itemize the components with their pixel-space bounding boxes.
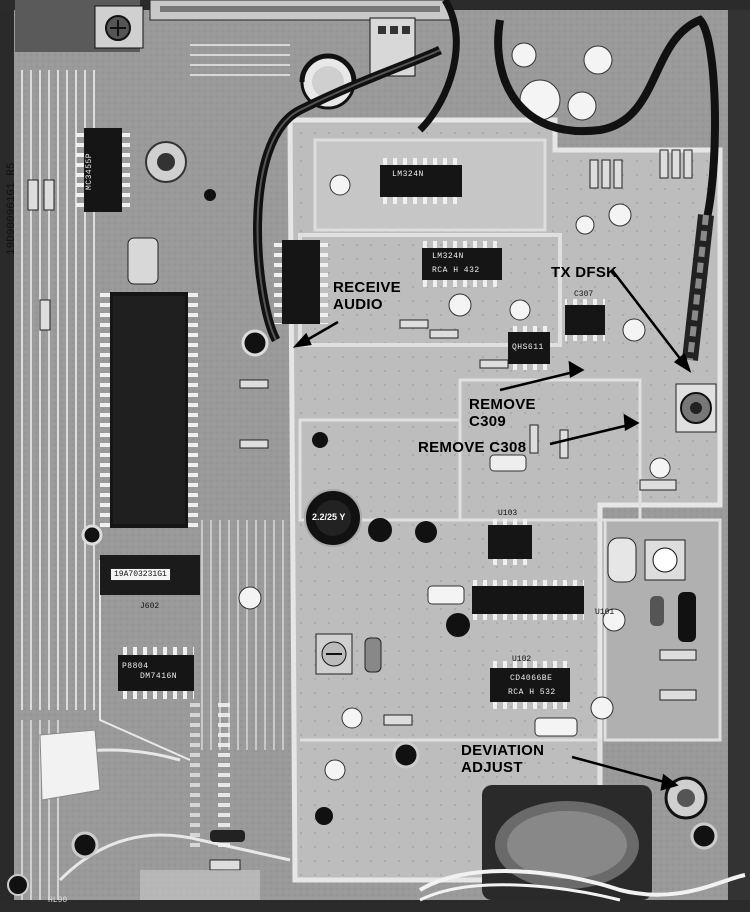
tape-patch (39, 729, 101, 801)
ref-u101: U101 (595, 608, 615, 617)
board-part-number: 19D900961G1 R5 (6, 162, 18, 255)
chip-mc-label: MC3455P (85, 152, 94, 190)
case-left-edge (0, 0, 14, 912)
board-sticker: 19A703231G1 (110, 568, 171, 581)
case-bottom-edge (0, 900, 750, 912)
chip-audio-ic (282, 240, 320, 324)
chip-cd-maker-label: RCA H 532 (508, 688, 556, 697)
chip-lm-mid-label: LM324N (432, 252, 464, 261)
chip-lm324n-mid (422, 248, 502, 280)
ref-u103: U103 (498, 509, 518, 518)
callout-remove-c309: REMOVE C309 (469, 396, 536, 430)
chip-u103 (488, 525, 532, 559)
chip-lm-label: LM324N (392, 170, 424, 179)
callout-remove-c308: REMOVE C308 (418, 439, 526, 456)
ref-j602: J602 (140, 602, 160, 611)
capacitor-dial-label: 2.2/25 Y (312, 512, 346, 522)
callout-arrows (292, 269, 692, 791)
ref-hl90: HL90 (48, 896, 68, 905)
callout-receive-audio: RECEIVE AUDIO (333, 279, 401, 313)
chip-cd4066be (490, 668, 570, 702)
chip-dm7416n (118, 655, 194, 691)
chip-qhs611 (508, 332, 550, 364)
callout-receive-audio-line2: AUDIO (333, 296, 383, 313)
chip-rca-label: RCA H 432 (432, 266, 480, 275)
callout-deviation-adjust: DEVIATION ADJUST (461, 742, 544, 776)
chip-cd-label: CD4066BE (510, 674, 553, 683)
callout-remove-c308-line1: REMOVE C308 (418, 439, 527, 456)
chip-p-label: P8804 (122, 662, 149, 671)
callout-deviation-adjust-line1: DEVIATION (461, 742, 545, 759)
callout-receive-audio-line1: RECEIVE (333, 279, 401, 296)
callout-deviation-adjust-line2: ADJUST (461, 759, 523, 776)
chip-mc3455p (84, 128, 122, 212)
callout-tx-dfsk: TX DFSK (551, 264, 617, 281)
chip-dm-label: DM7416N (140, 672, 178, 681)
chip-qh-label: QHS611 (512, 343, 544, 352)
callout-tx-dfsk-line1: TX DFSK (551, 264, 618, 281)
chip-lm324n-top (380, 165, 462, 197)
case-right-edge (728, 0, 750, 912)
ref-c307: C307 (574, 290, 594, 299)
chip-u101 (472, 586, 584, 614)
resistor-cluster (27, 149, 697, 871)
ref-u102: U102 (512, 655, 532, 664)
callout-remove-c309-line1: REMOVE (469, 396, 536, 413)
callout-remove-c309-line2: C309 (469, 413, 507, 430)
